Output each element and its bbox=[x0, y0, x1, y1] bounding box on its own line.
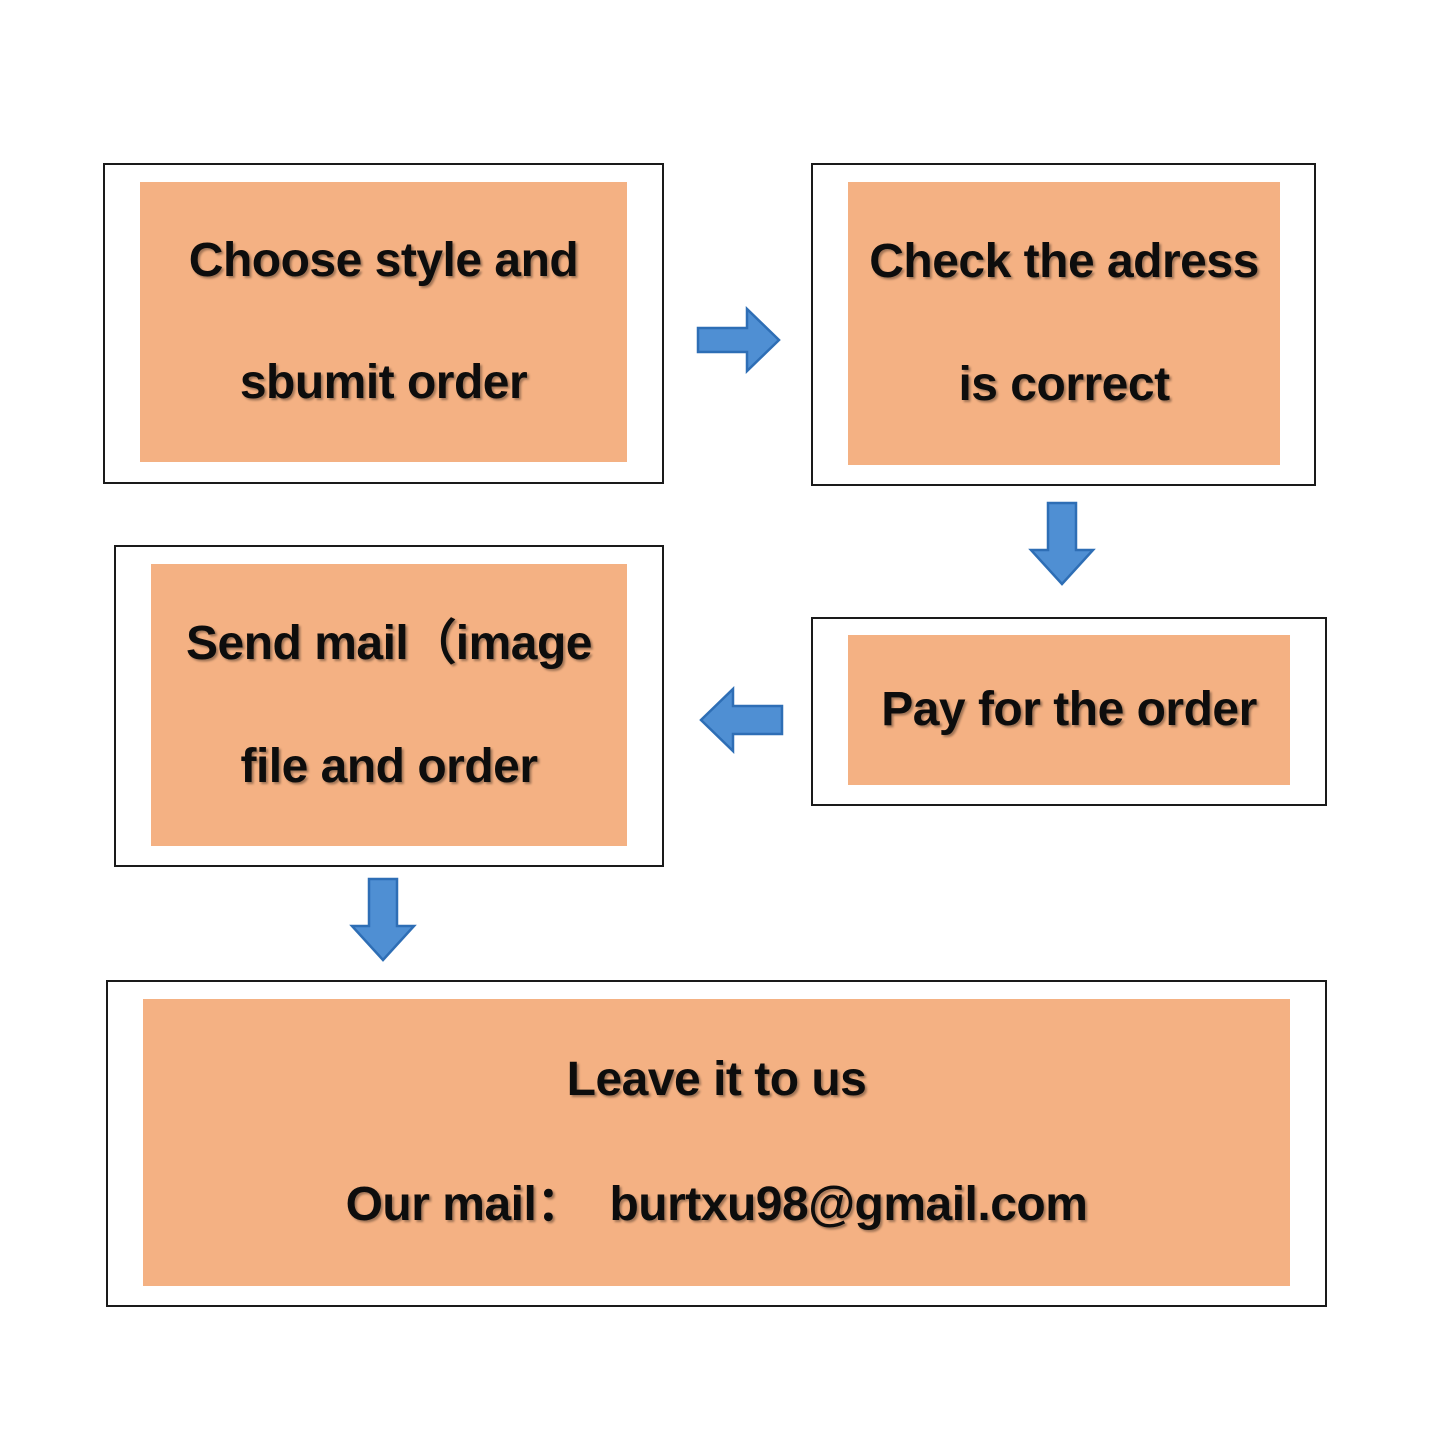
step-3-line-1: Pay for the order bbox=[881, 683, 1257, 736]
step-1-line-1: Choose style and bbox=[188, 234, 579, 287]
step-4-line-1: Send mail（image bbox=[186, 616, 592, 670]
step-1-line-2: sbumit order bbox=[239, 356, 528, 409]
step-2-line-1: Check the adress bbox=[869, 234, 1259, 288]
step-5-line-1: Leave it to us bbox=[566, 1052, 867, 1106]
step-5-line-2: Our mail： burtxu98@gmail.com bbox=[345, 1178, 1088, 1232]
step-1-box: Choose style and sbumit order bbox=[140, 182, 627, 462]
arrow-left-icon bbox=[697, 686, 785, 754]
step-4-box: Send mail（image file and order bbox=[151, 564, 627, 846]
step-3-box: Pay for the order bbox=[848, 635, 1290, 785]
arrow-down-icon bbox=[349, 876, 417, 964]
arrow-down-icon bbox=[1028, 500, 1096, 588]
step-5-box: Leave it to us Our mail： burtxu98@gmail.… bbox=[143, 999, 1290, 1286]
step-2-line-2: is correct bbox=[958, 358, 1170, 412]
step-4-line-2: file and order bbox=[240, 739, 538, 793]
arrow-right-icon bbox=[695, 306, 783, 374]
step-2-box: Check the adress is correct bbox=[848, 182, 1280, 465]
